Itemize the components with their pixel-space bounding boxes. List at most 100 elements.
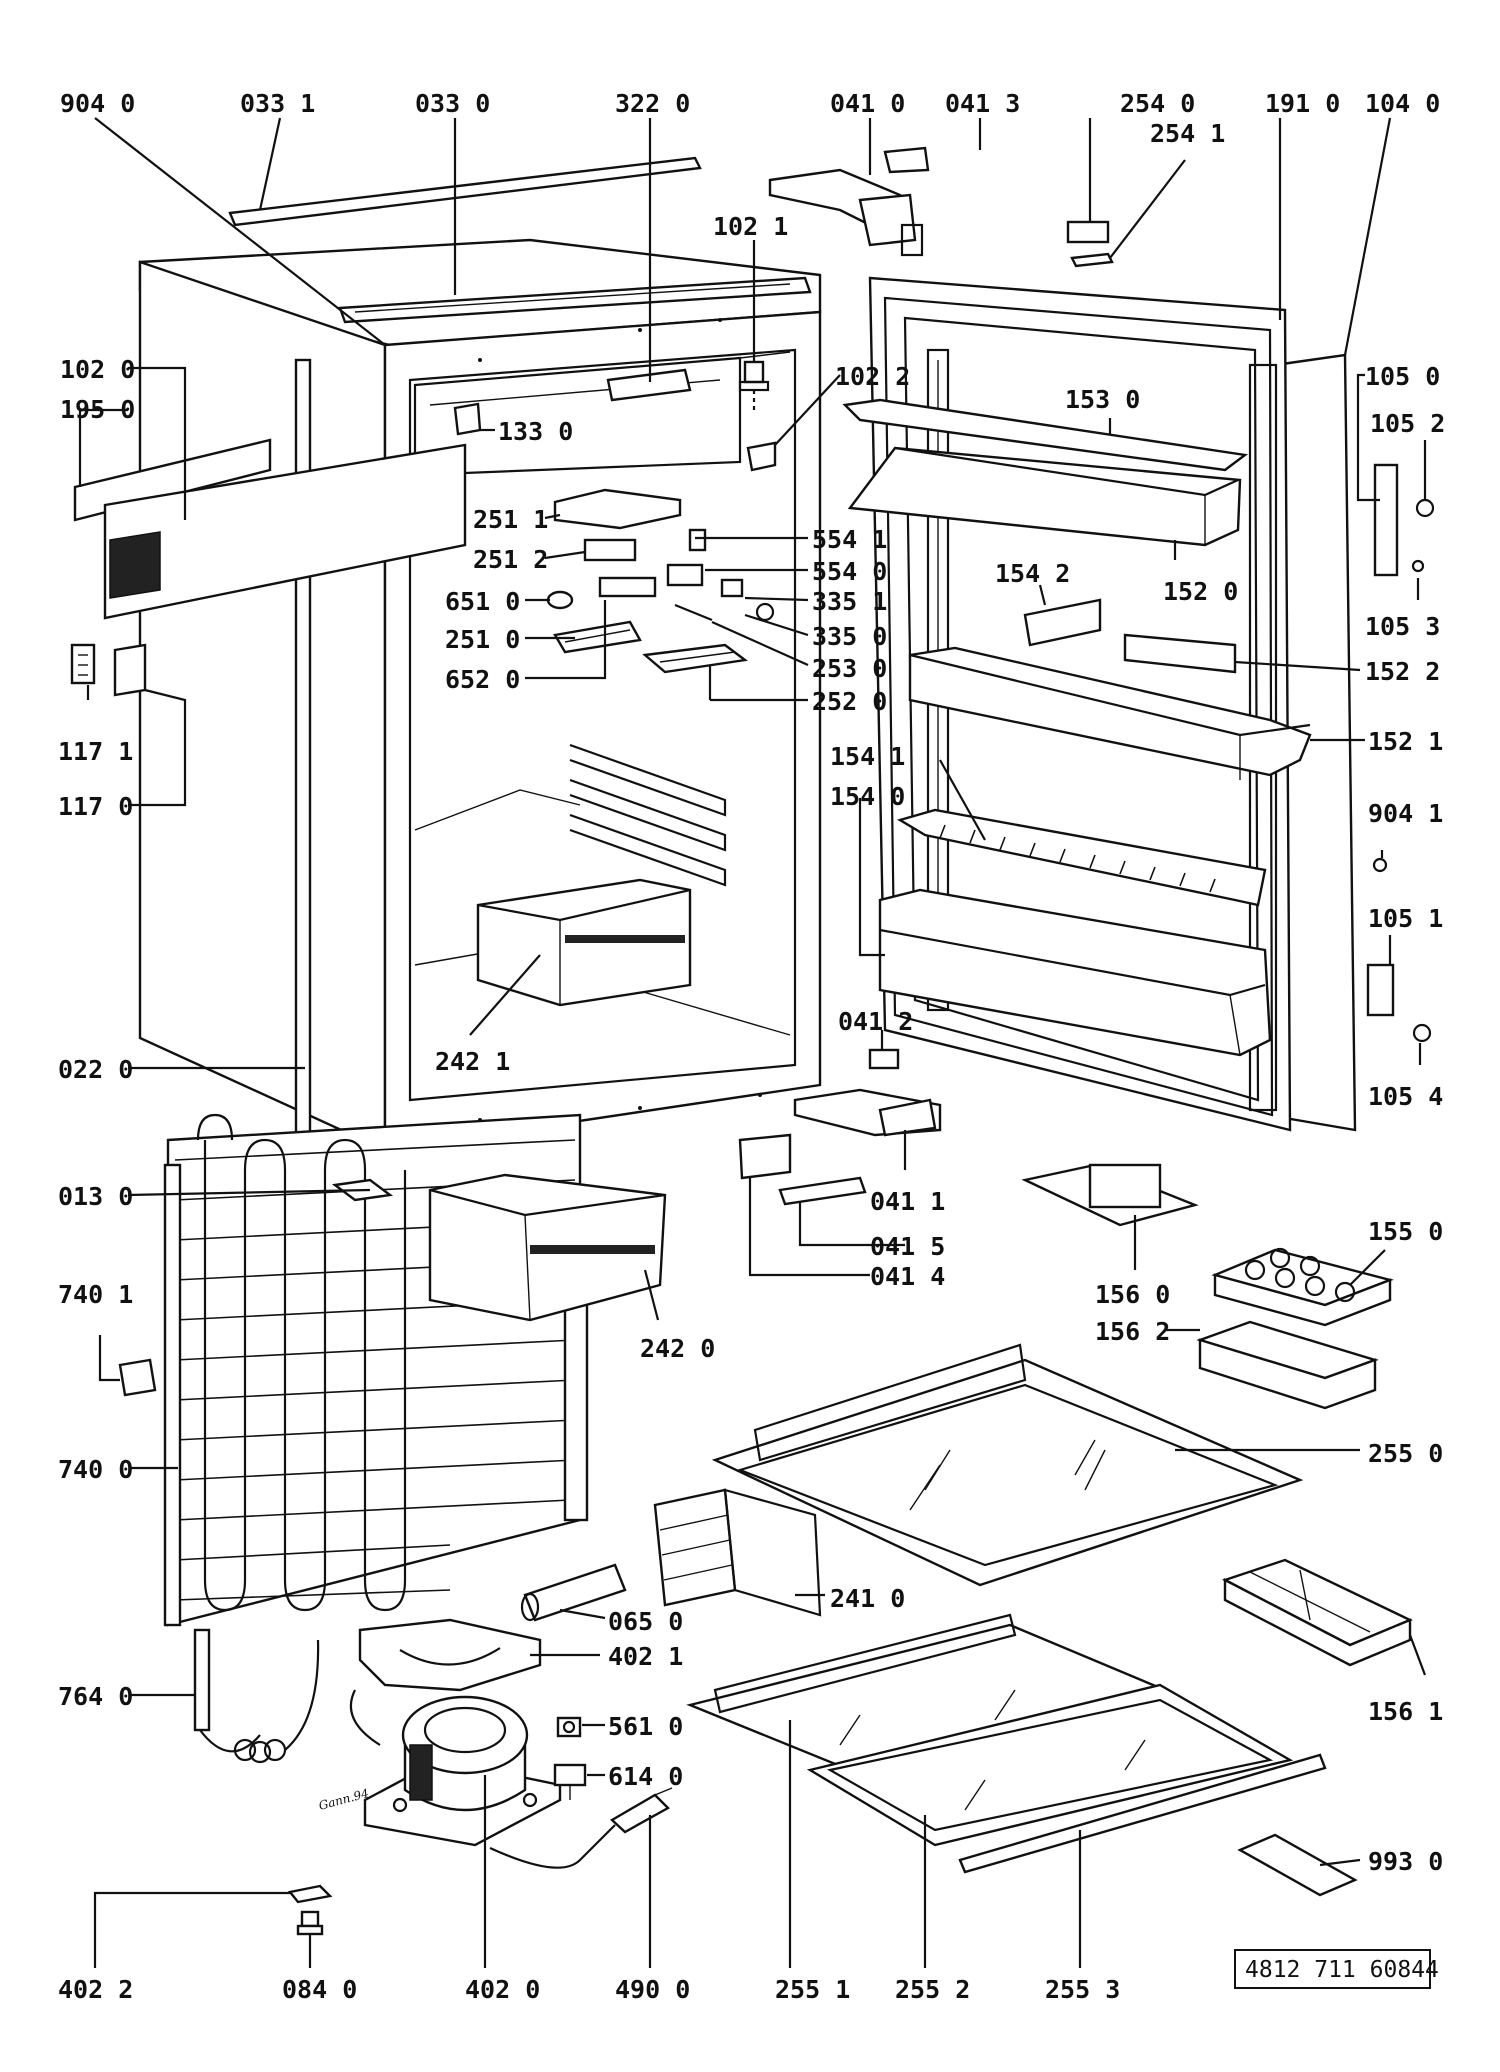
label-154-1: 154 1 [830,742,905,771]
egg-tray-155-0 [1211,1247,1394,1327]
label-255-2: 255 2 [895,1975,970,2004]
clip-740-1 [118,1358,157,1397]
label-402-2: 402 2 [58,1975,133,2004]
part-904-1-icon [1372,857,1388,873]
label-133-0: 133 0 [498,417,573,446]
label-102-0: 102 0 [60,355,135,384]
crisper-drawer-242-0 [428,1173,667,1322]
label-041-3: 041 3 [945,89,1020,118]
cabinet-body [138,238,822,1172]
label-402-0: 402 0 [465,1975,540,2004]
label-104-0: 104 0 [1365,89,1440,118]
label-152-0: 152 0 [1163,577,1238,606]
label-154-0: 154 0 [830,782,905,811]
label-740-0: 740 0 [58,1455,133,1484]
label-561-0: 561 0 [608,1712,683,1741]
label-065-0: 065 0 [608,1607,683,1636]
label-255-0: 255 0 [1368,1439,1443,1468]
label-041-2: 041 2 [838,1007,913,1036]
label-652-0: 652 0 [445,665,520,694]
label-105-1: 105 1 [1368,904,1443,933]
top-rail-033-1 [228,156,702,227]
label-105-2: 105 2 [1370,409,1445,438]
ice-tray-156-1 [1221,1558,1413,1667]
scraper-993-0 [1237,1833,1358,1897]
hinge-041-0 [768,168,924,257]
dish-156-2 [1196,1320,1379,1410]
label-251-0: 251 0 [445,625,520,654]
label-041-4: 041 4 [870,1262,945,1291]
label-740-1: 740 1 [58,1280,133,1309]
hinge-parts-117 [70,643,147,697]
label-904-1: 904 1 [1368,799,1443,828]
label-242-0: 242 0 [640,1334,715,1363]
strip-255-3 [958,1753,1327,1874]
label-041-1: 041 1 [870,1187,945,1216]
part-152-2 [1123,633,1237,674]
part-154-2 [1023,598,1102,647]
label-117-1: 117 1 [58,737,133,766]
label-105-0: 105 0 [1365,362,1440,391]
part-041-2 [868,1048,900,1070]
label-153-0: 153 0 [1065,385,1140,414]
tray-156-0 [1021,1163,1199,1227]
label-117-0: 117 0 [58,792,133,821]
clip-402-2 [287,1884,333,1904]
label-033-1: 033 1 [240,89,315,118]
document-number-box [1234,1949,1431,1989]
relay-561-0 [556,1716,582,1738]
label-554-0: 554 0 [812,557,887,586]
label-255-1: 255 1 [775,1975,850,2004]
label-152-2: 152 2 [1365,657,1440,686]
leader-lines [78,117,1427,1968]
power-cord-490-0 [489,1787,673,1869]
label-554-1: 554 1 [812,525,887,554]
capillary-764-0 [193,1628,320,1764]
label-993-0: 993 0 [1368,1847,1443,1876]
label-255-3: 255 3 [1045,1975,1120,2004]
lamp-102-1 [738,360,770,410]
glass-shelf-255-2 [806,1683,1294,1847]
label-195-0: 195 0 [60,395,135,424]
part-133-0 [453,402,482,436]
label-251-2: 251 2 [473,545,548,574]
label-154-2: 154 2 [995,559,1070,588]
bracket-322-0 [606,368,692,402]
label-105-3: 105 3 [1365,612,1440,641]
label-105-4: 105 4 [1368,1082,1443,1111]
door-shelf-152-0 [847,446,1242,547]
label-156-0: 156 0 [1095,1280,1170,1309]
label-155-0: 155 0 [1368,1217,1443,1246]
label-242-1: 242 1 [435,1047,510,1076]
glass-shelf-255-0 [711,1343,1304,1587]
label-084-0: 084 0 [282,1975,357,2004]
label-614-0: 614 0 [608,1762,683,1791]
label-651-0: 651 0 [445,587,520,616]
label-156-1: 156 1 [1368,1697,1443,1726]
label-013-0: 013 0 [58,1182,133,1211]
label-402-1: 402 1 [608,1642,683,1671]
screw-105-4-icon [1412,1023,1432,1043]
label-033-0: 033 0 [415,89,490,118]
label-335-0: 335 0 [812,622,887,651]
label-041-5: 041 5 [870,1232,945,1261]
lamp-cover-102-2 [746,441,777,472]
part-105-1 [1366,963,1395,1017]
label-251-1: 251 1 [473,505,548,534]
label-490-0: 490 0 [615,1975,690,2004]
label-254-1: 254 1 [1150,119,1225,148]
door-shelf-153-0 [842,398,1249,472]
bottle-rack-241-0 [653,1488,822,1617]
label-254-0: 254 0 [1120,89,1195,118]
part-105-2 [1373,463,1399,577]
control-panel-102-0 [73,438,467,620]
label-241-0: 241 0 [830,1584,905,1613]
label-022-0: 022 0 [58,1055,133,1084]
cap-254-1 [1070,252,1114,268]
label-156-2: 156 2 [1095,1317,1170,1346]
foot-084-0 [296,1910,324,1936]
label-322-0: 322 0 [615,89,690,118]
screw-105-2-icon [1415,498,1435,518]
